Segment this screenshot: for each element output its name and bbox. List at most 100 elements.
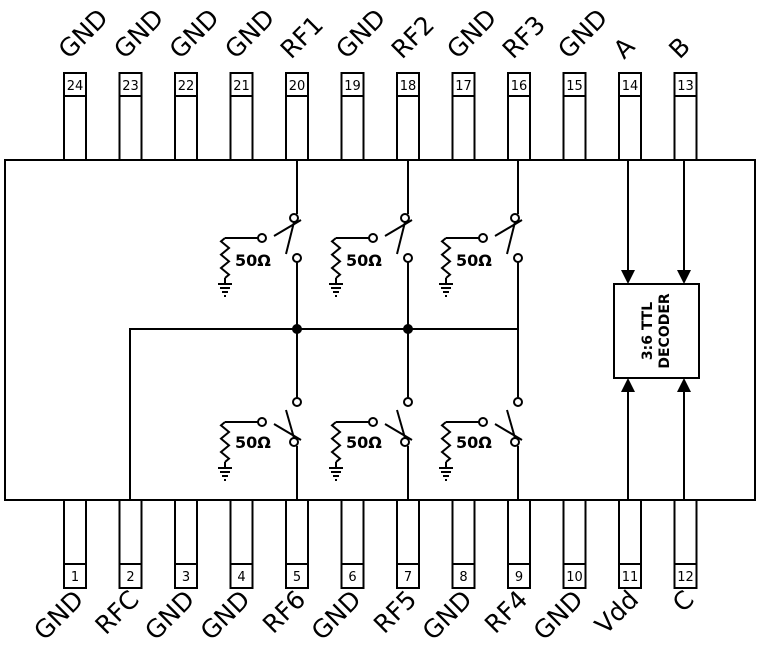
termination-label: 50Ω [346,433,382,452]
term-contact [478,233,488,243]
switch-blade [285,409,295,439]
pin-13: 13 B [663,32,698,161]
switch-top-1: 50Ω [218,160,302,329]
pin-label: GND [417,585,478,646]
pin-label: A [608,32,641,65]
pin-number: 21 [233,79,250,94]
pin-lead [174,499,198,589]
term-blade [494,423,523,441]
pin-label: GND [53,3,114,64]
switch-contact [513,253,523,263]
pin-label: GND [528,585,589,646]
decoder: 3:6 TTL DECODER [613,160,700,500]
pin-number: 10 [566,570,583,585]
pin-number: 16 [511,79,528,94]
switch-bottom-3: 50Ω [439,329,523,500]
term-contact [478,417,488,427]
switch-bottom-2: 50Ω [329,329,413,500]
switch-blade [506,409,516,439]
term-blade [494,219,523,237]
switch-top-3: 50Ω [439,160,523,329]
decoder-box [613,283,700,379]
pin-lead [118,72,143,161]
switch-contact [292,397,302,407]
top-pin-row: 24GND23GND22GND21GND20RF119GND18RF217GND… [53,3,698,161]
pin-number: 22 [178,79,195,94]
switch-contact [400,437,410,447]
term-blade [273,219,302,237]
term-contact [368,417,378,427]
pin-number: 3 [182,570,190,585]
term-contact [257,417,267,427]
pin-number: 12 [677,570,694,585]
term-contact [368,233,378,243]
pin-number: 17 [455,79,472,94]
pin-label: GND [108,3,169,64]
termination-label: 50Ω [235,251,271,270]
switch-contact [289,213,299,223]
pin-label: GND [139,585,200,646]
switch-blade [396,409,406,439]
pin-label: GND [28,585,89,646]
pin-label: GND [219,3,280,64]
pin-number: 24 [67,79,84,94]
pin-number: 14 [622,79,639,94]
pin-number: 7 [404,570,412,585]
pin-lead [673,72,698,161]
pin-14: 14 A [608,32,642,161]
pin-label: B [663,32,696,65]
pin-label: RFC [89,585,144,640]
switch-contact [292,253,302,263]
switch-contact [510,213,520,223]
pin-label: C [667,585,700,618]
pin-24: 24 GND [53,3,114,161]
pin-number: 11 [622,570,639,585]
pin-number: 2 [126,570,134,585]
pin-lead [174,72,198,161]
pin-lead [63,72,87,161]
pin-lead [340,499,365,589]
pin-number: 13 [677,79,694,94]
pin-number: 23 [122,79,139,94]
pin-number: 19 [344,79,361,94]
pin-22: 22 GND [164,3,225,161]
pin-21: 21 GND [219,3,280,161]
bottom-pin-row: 1GND2RFC3GND4GND5RF66GND7RF58GND9RF410GN… [28,499,700,646]
pin-number: 9 [515,570,523,585]
pin-lead [618,499,642,589]
pin-lead [229,499,254,589]
pin-label: GND [195,585,256,646]
switch-blade [506,221,516,255]
pin-label: GND [441,3,502,64]
switch-contact [403,253,413,263]
switch-blade [396,221,406,255]
switch-contact [510,437,520,447]
pin-label: RF3 [497,10,551,64]
arrow-up-icon [677,378,691,392]
arrow-down-icon [621,270,635,284]
pin-number: 6 [348,570,356,585]
termination-label: 50Ω [346,251,382,270]
switch-contact [400,213,410,223]
arrow-up-icon [621,378,635,392]
pin-label: GND [164,3,225,64]
decoder-label-line1: 3:6 TTL [640,302,656,360]
rfc-bus [129,324,518,500]
pin-label: RF5 [368,585,422,639]
pin-lead [340,72,365,161]
pin-number: 5 [293,570,301,585]
switch-contact [403,397,413,407]
pin-16: 16 RF3 [497,10,551,161]
pin-lead [562,499,587,589]
